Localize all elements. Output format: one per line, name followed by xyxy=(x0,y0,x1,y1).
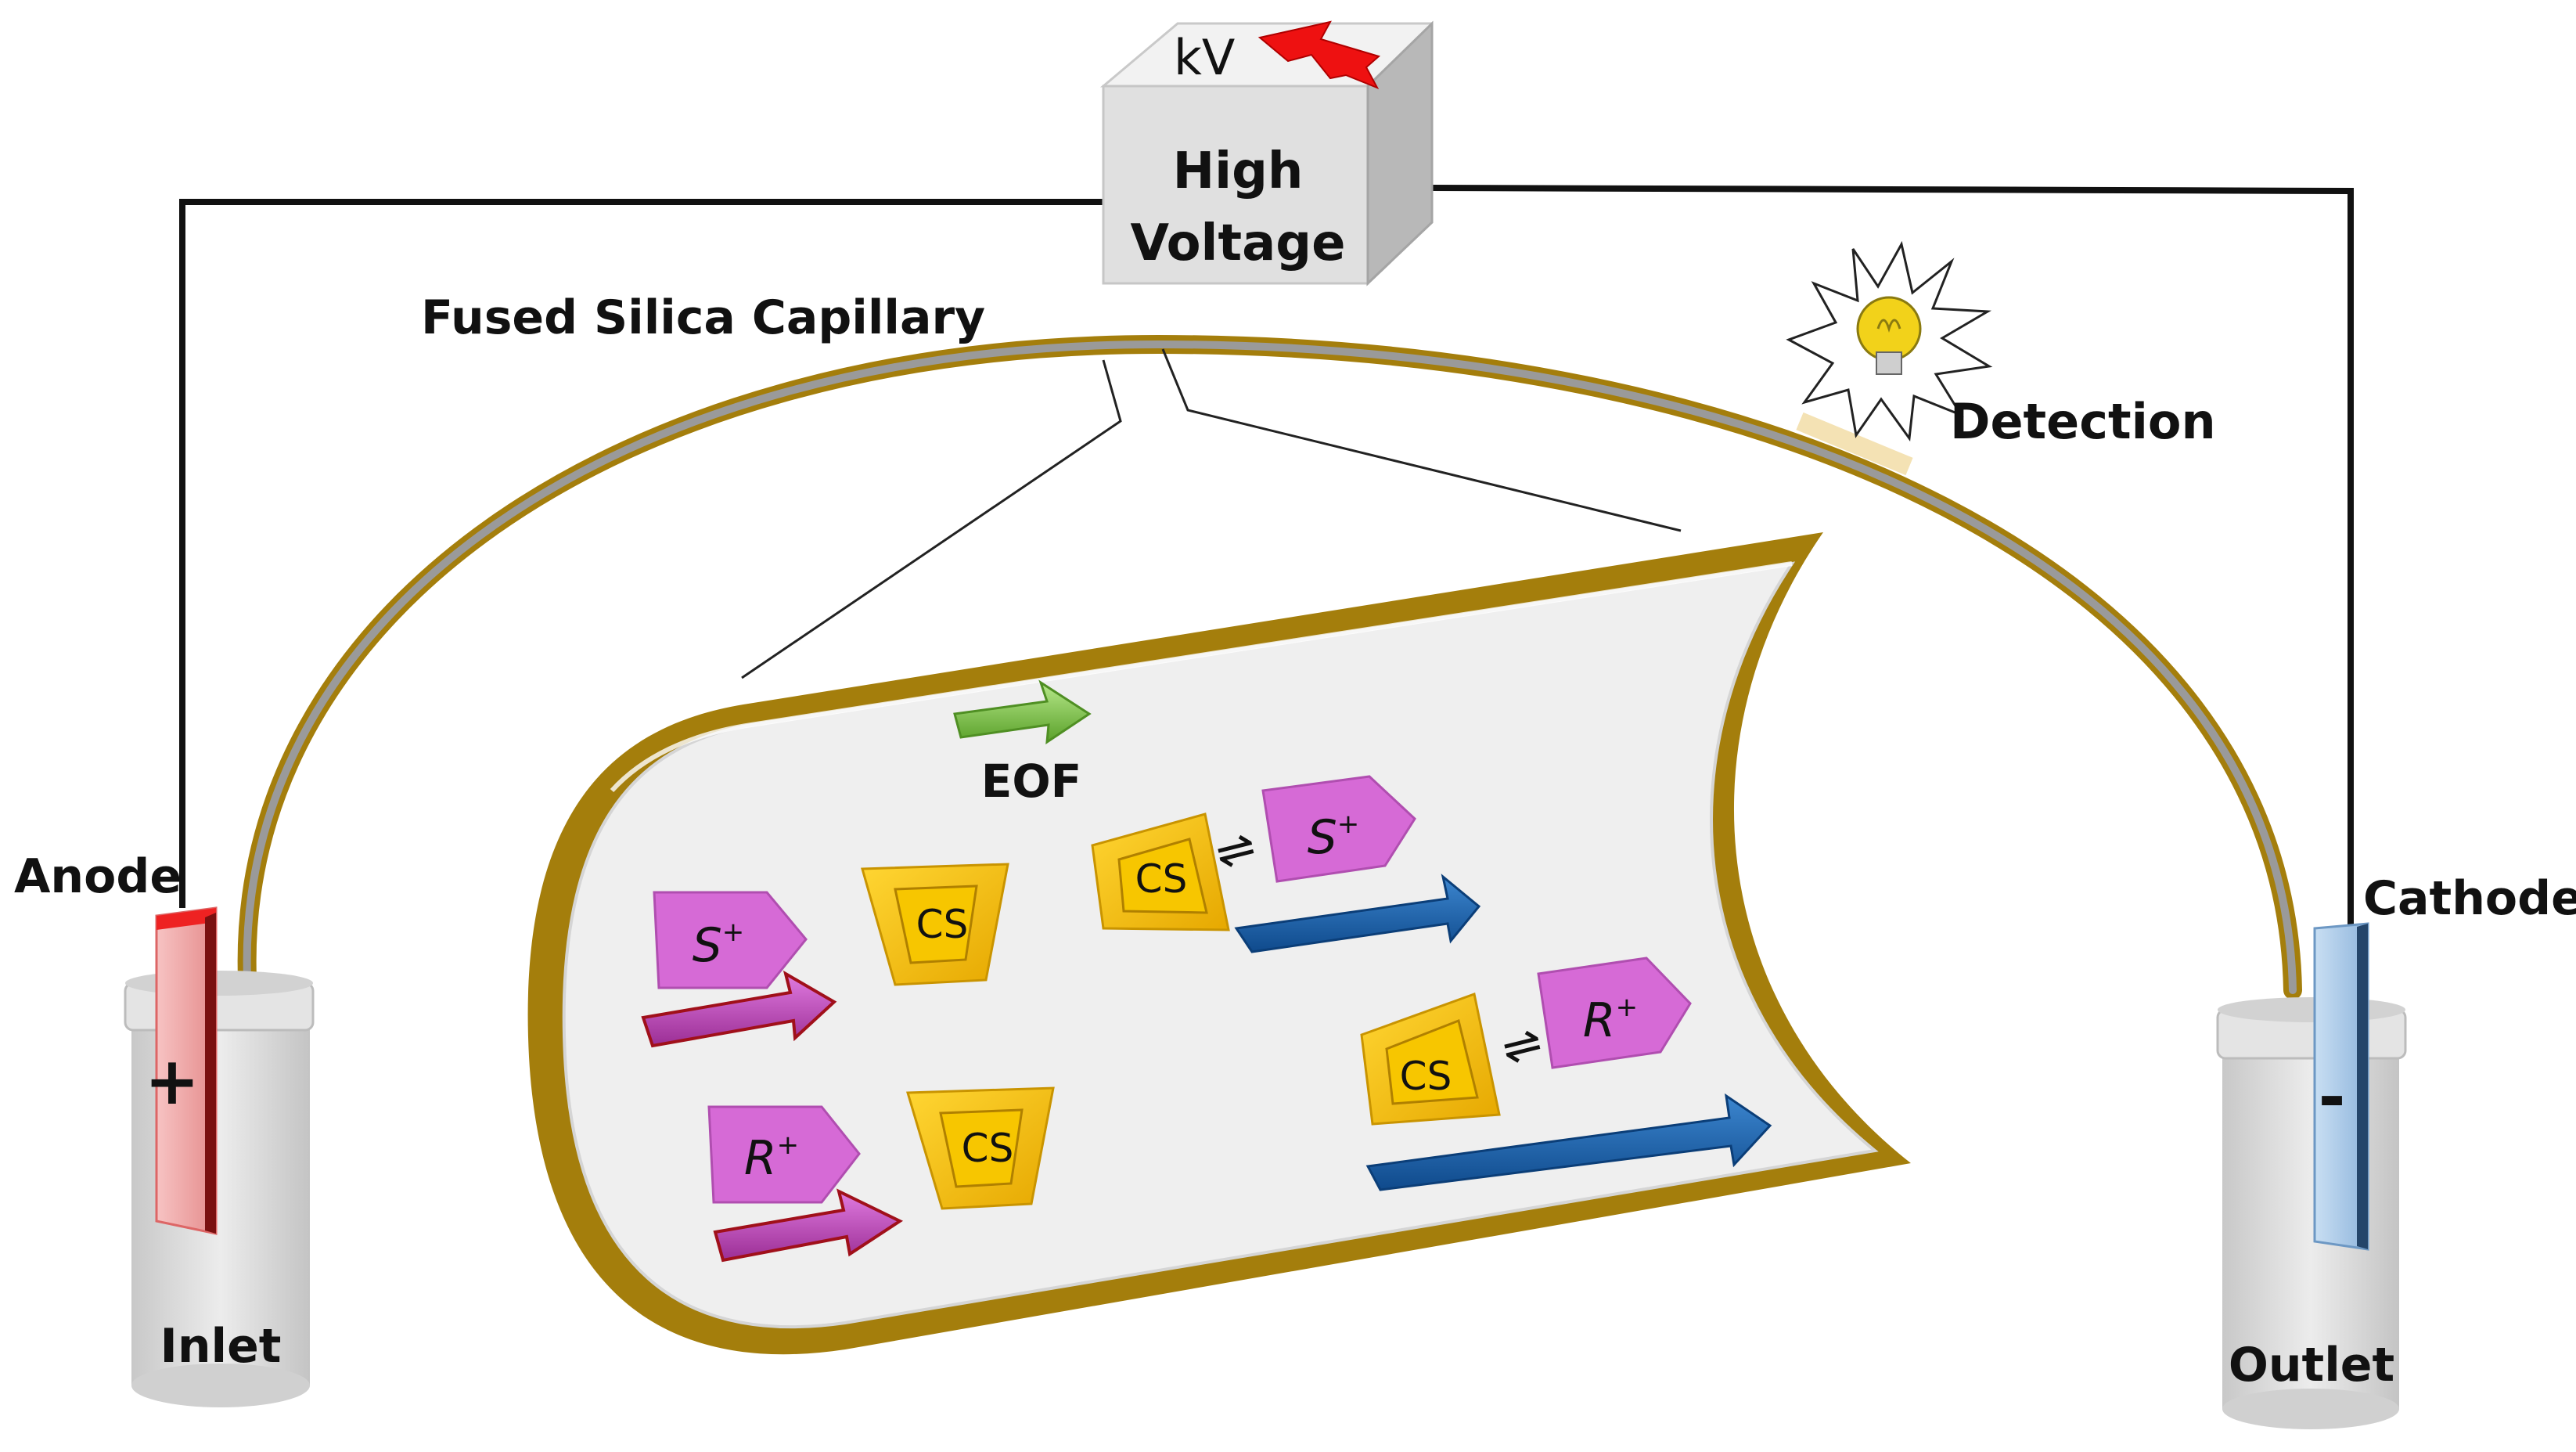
capillary-label: Fused Silica Capillary xyxy=(421,290,985,345)
r-ion-label-complexed: R+ xyxy=(1583,992,1638,1048)
s-analyte-complexed xyxy=(1261,775,1416,883)
s-complex-arrow xyxy=(1234,874,1481,953)
r-analyte-complexed xyxy=(1537,957,1692,1069)
anode-plus-sign: + xyxy=(145,1043,200,1119)
r-analyte-arrow xyxy=(713,1188,904,1263)
outlet-label: Outlet xyxy=(2229,1338,2394,1393)
cs-label-1: CS xyxy=(916,902,969,947)
light-bulb-icon xyxy=(1786,240,1993,442)
eof-arrow xyxy=(953,679,1092,744)
r-analyte-free xyxy=(707,1105,861,1204)
anode-label: Anode xyxy=(14,849,182,904)
cathode-wire xyxy=(1431,185,2354,931)
cathode-label: Cathode xyxy=(2363,871,2576,926)
chiral-selector-free-1: CS xyxy=(861,863,1009,986)
anode-wire xyxy=(179,199,1103,908)
s-ion-label-complexed: S+ xyxy=(1308,809,1360,865)
lightning-bolt-icon xyxy=(1257,20,1381,89)
s-ion-label-free: S+ xyxy=(693,917,745,973)
s-analyte-arrow xyxy=(641,970,837,1048)
r-complex-arrow xyxy=(1365,1093,1772,1191)
high-voltage-line2: Voltage xyxy=(1131,214,1346,272)
high-voltage-line1: High xyxy=(1173,142,1304,200)
cs-label-4: CS xyxy=(1400,1054,1452,1099)
cs-label-3: CS xyxy=(1135,856,1188,902)
s-analyte-free xyxy=(653,891,808,989)
kv-label: kV xyxy=(1174,29,1235,86)
capillary-core xyxy=(243,340,2297,994)
cathode-electrode xyxy=(2313,922,2369,1251)
r-ion-label-free: R+ xyxy=(744,1130,799,1186)
cathode-minus-sign: - xyxy=(2319,1058,2346,1135)
cs-label-2: CS xyxy=(962,1126,1014,1171)
high-voltage-box-icon xyxy=(1099,20,1434,286)
anode-electrode xyxy=(155,906,218,1235)
detection-label: Detection xyxy=(1950,393,2216,450)
zoom-line-right xyxy=(1161,348,1682,532)
eof-label: EOF xyxy=(981,755,1082,808)
outlet-vial xyxy=(2216,997,2407,1429)
chiral-selector-complex-s: CS xyxy=(1091,812,1230,931)
inlet-label: Inlet xyxy=(160,1319,282,1374)
chiral-selector-complex-r: CS xyxy=(1360,993,1501,1126)
zoom-line-left xyxy=(741,359,1122,679)
chiral-selector-free-2: CS xyxy=(906,1086,1055,1210)
detection-window xyxy=(1796,412,1913,476)
